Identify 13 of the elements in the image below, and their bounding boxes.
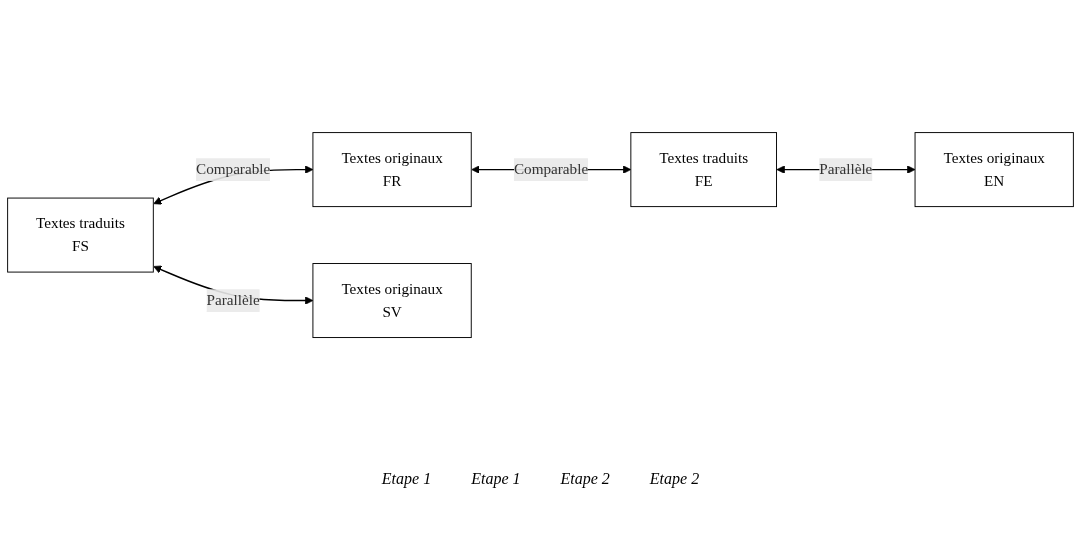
edge-label: Comparable (513, 160, 589, 178)
edge-label: Parallèle (819, 160, 873, 178)
edge-label: Parallèle (206, 291, 260, 309)
node-box: Textes originaux SV (312, 263, 472, 338)
node-box: Textes originaux FR (312, 132, 472, 207)
step-label: Etape 2 (560, 470, 610, 488)
step-label: Etape 1 (471, 470, 521, 488)
node-box: Textes traduits FS (7, 197, 154, 273)
edge-label: Comparable (196, 160, 271, 178)
node-box: Textes traduits FE (630, 132, 777, 207)
node-box: Textes originaux EN (914, 132, 1074, 207)
step-label: Etape 1 (381, 470, 432, 488)
step-label: Etape 2 (649, 470, 700, 488)
